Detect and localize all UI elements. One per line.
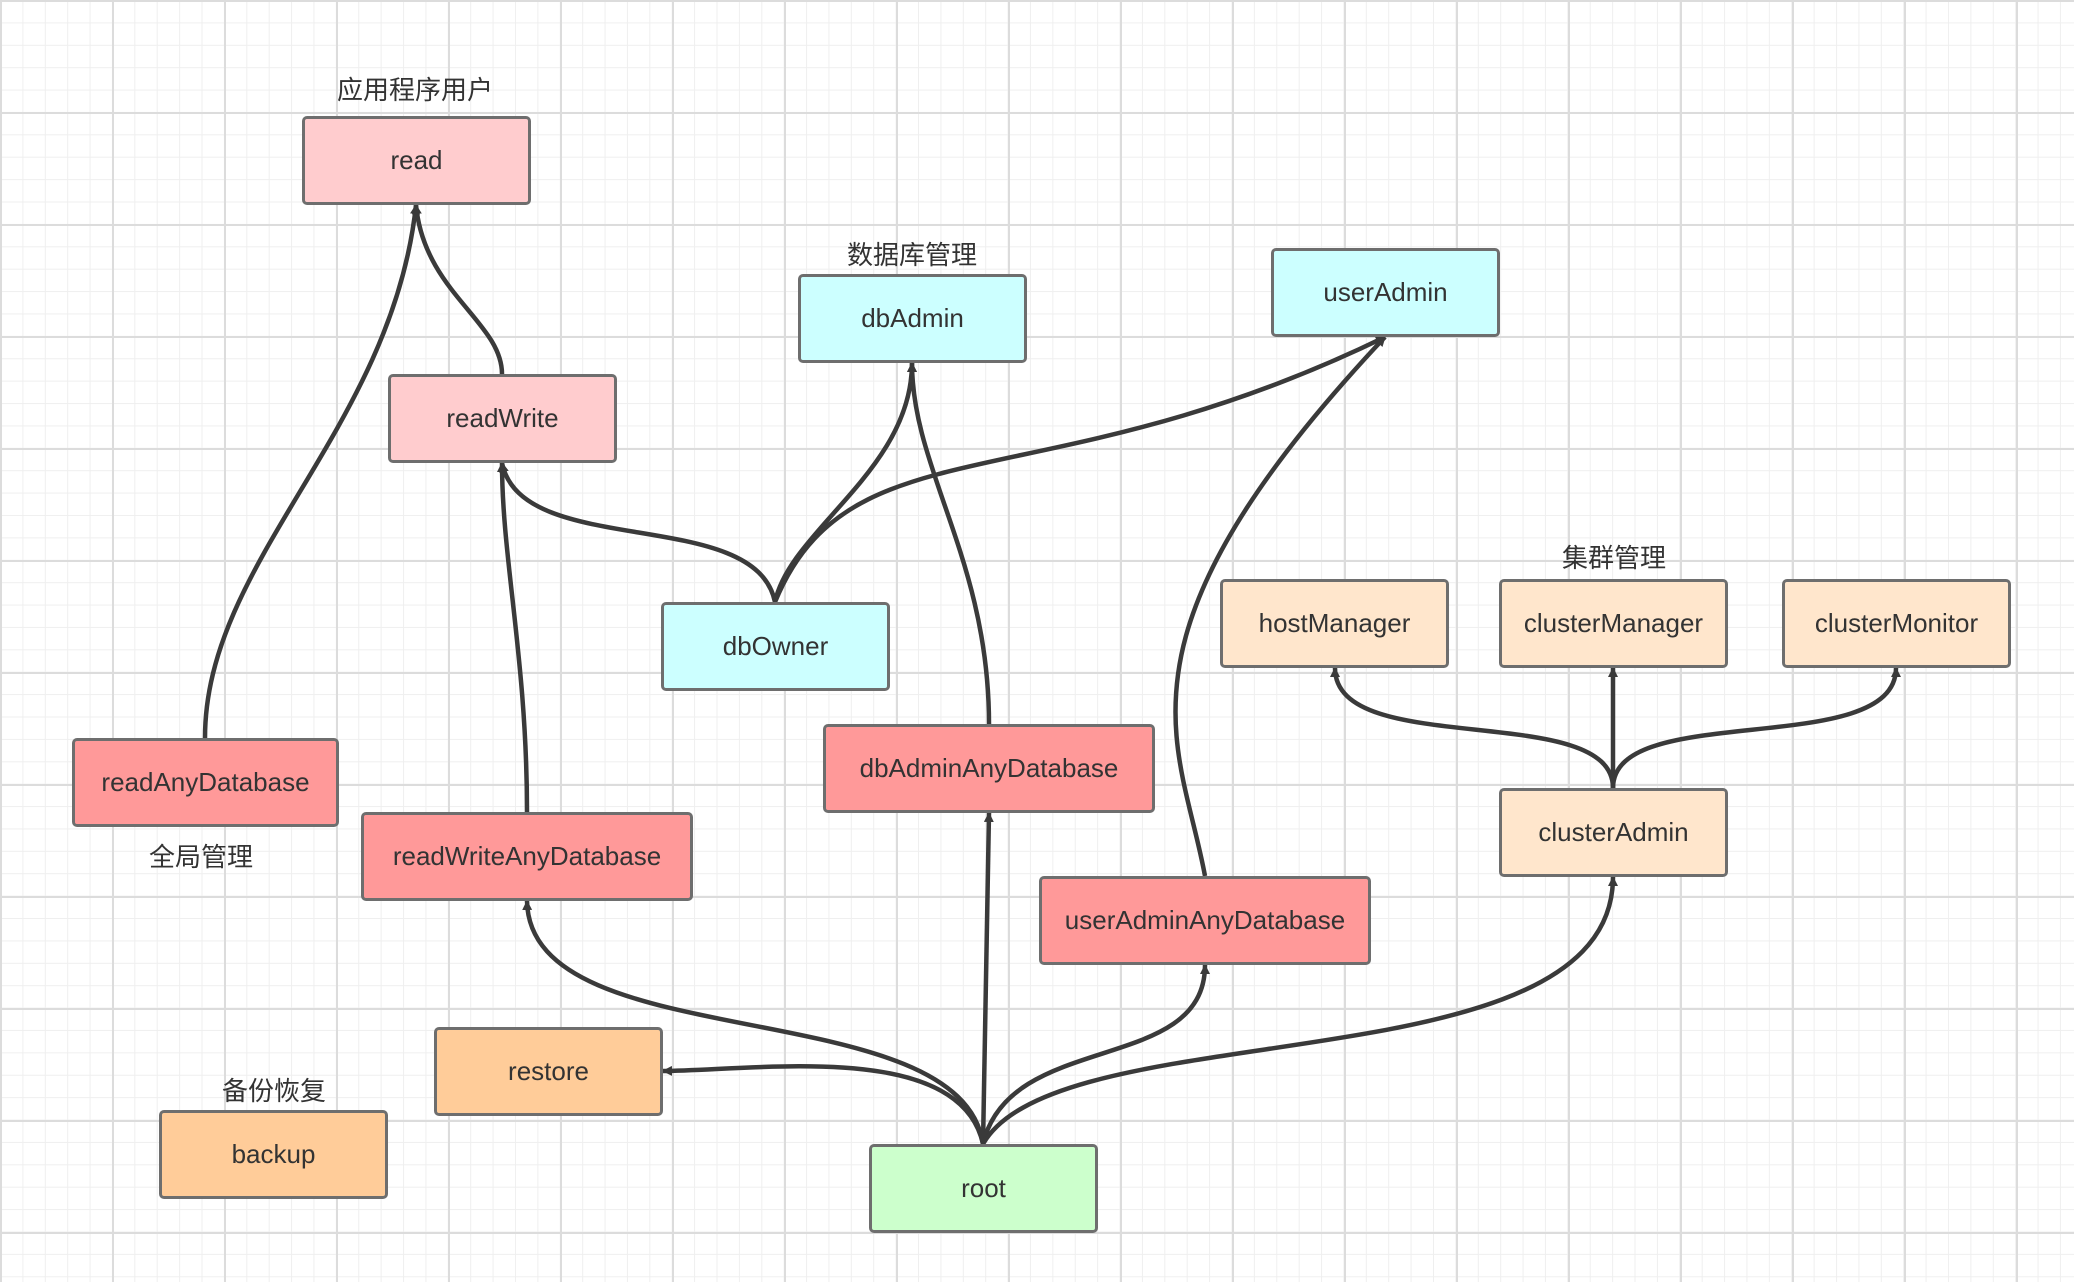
edge-dbOwner-to-userAdmin [772,334,1386,603]
role-node-read[interactable]: read [302,116,531,205]
edge-root-to-restore [662,1063,986,1145]
edge-readAnyDatabase-to-read [202,204,421,739]
edge-root-to-userAdminAnyDatabase [980,964,1210,1145]
role-node-dbadmin[interactable]: dbAdmin [798,274,1027,363]
edge-root-to-clusterAdmin [981,876,1618,1146]
edge-dbAdminAnyDatabase-to-dbAdmin [907,362,992,725]
edge-root-to-dbAdminAnyDatabase [980,812,994,1145]
group-label-backup-restore: 备份恢复 [221,1077,327,1107]
edge-readWrite-to-read [411,204,505,375]
role-node-dbadminanydatabase[interactable]: dbAdminAnyDatabase [823,724,1155,813]
role-node-dbowner[interactable]: dbOwner [661,602,890,691]
role-node-readwriteanydatabase[interactable]: readWriteAnyDatabase [361,812,693,901]
role-node-readwrite[interactable]: readWrite [388,374,617,463]
role-node-restore[interactable]: restore [434,1027,663,1116]
role-node-readanydatabase[interactable]: readAnyDatabase [72,738,339,827]
role-node-backup[interactable]: backup [159,1110,388,1199]
edge-dbOwner-to-readWrite [498,462,778,603]
group-label-global-admin: 全局管理 [148,843,254,873]
group-label-cluster-admin: 集群管理 [1561,544,1667,574]
role-node-useradminanydatabase[interactable]: userAdminAnyDatabase [1039,876,1371,965]
edge-readWriteAnyDatabase-to-readWrite [497,462,530,813]
role-node-hostmanager[interactable]: hostManager [1220,579,1449,668]
group-label-app-user: 应用程序用户 [336,76,494,106]
role-node-root[interactable]: root [869,1144,1098,1233]
role-node-clustermanager[interactable]: clusterManager [1499,579,1728,668]
role-node-useradmin[interactable]: userAdmin [1271,248,1500,337]
group-label-db-admin: 数据库管理 [846,241,978,271]
edge-userAdminAnyDatabase-to-userAdmin [1173,335,1387,877]
role-node-clusteradmin[interactable]: clusterAdmin [1499,788,1728,877]
edge-clusterAdmin-to-clusterMonitor [1610,667,1901,789]
role-node-clustermonitor[interactable]: clusterMonitor [1782,579,2011,668]
edge-clusterAdmin-to-hostManager [1330,667,1616,789]
edge-root-to-readWriteAnyDatabase [522,900,986,1145]
